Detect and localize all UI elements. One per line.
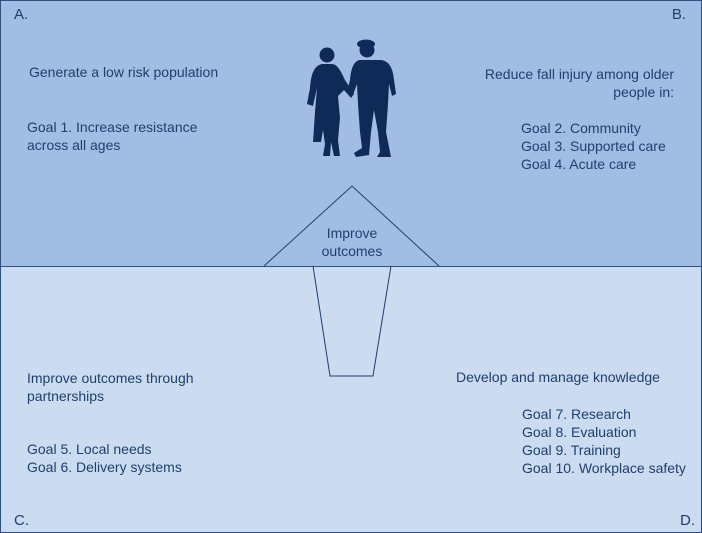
bottom-half bbox=[0, 266, 702, 533]
quadrant-d-goal-10: Goal 10. Workplace safety bbox=[522, 460, 686, 476]
quadrant-b-heading-line1: Reduce fall injury among older bbox=[484, 66, 674, 82]
quadrant-b-heading-line2: people in: bbox=[613, 84, 674, 100]
quadrant-a-goal-1-cont: across all ages bbox=[27, 137, 121, 153]
quadrant-d-goal-8: Goal 8. Evaluation bbox=[522, 424, 637, 440]
quadrant-a-label: A. bbox=[14, 6, 29, 23]
center-label-line1: Improve bbox=[326, 225, 378, 241]
top-half bbox=[0, 0, 702, 267]
quadrant-d-goal-9: Goal 9. Training bbox=[522, 442, 621, 458]
quadrant-b-goal-2: Goal 2. Community bbox=[521, 120, 641, 136]
quadrant-a-goal-1: Goal 1. Increase resistance bbox=[27, 119, 198, 135]
center-label-line2: outcomes bbox=[321, 243, 383, 259]
quadrant-c-heading-line2: partnerships bbox=[27, 388, 105, 404]
quadrant-c-goal-5: Goal 5. Local needs bbox=[27, 441, 152, 457]
quadrant-a-heading: Generate a low risk population bbox=[29, 64, 219, 80]
reflection-trapezoid bbox=[312, 265, 392, 377]
quadrant-c-label: C. bbox=[14, 512, 29, 529]
quadrant-d-label: D. bbox=[680, 512, 695, 529]
outcome-triangle bbox=[263, 185, 440, 267]
quadrant-c-heading-line1: Improve outcomes through bbox=[27, 370, 194, 386]
quadrant-c-goal-6: Goal 6. Delivery systems bbox=[27, 459, 182, 475]
quadrant-d-heading: Develop and manage knowledge bbox=[456, 369, 660, 385]
quadrant-b-label: B. bbox=[671, 6, 686, 23]
quadrant-b-goal-4: Goal 4. Acute care bbox=[521, 156, 637, 172]
quadrant-d-goal-7: Goal 7. Research bbox=[522, 406, 631, 422]
elderly-couple-silhouette-icon bbox=[307, 39, 396, 157]
quadrant-b-goal-3: Goal 3. Supported care bbox=[521, 138, 666, 154]
